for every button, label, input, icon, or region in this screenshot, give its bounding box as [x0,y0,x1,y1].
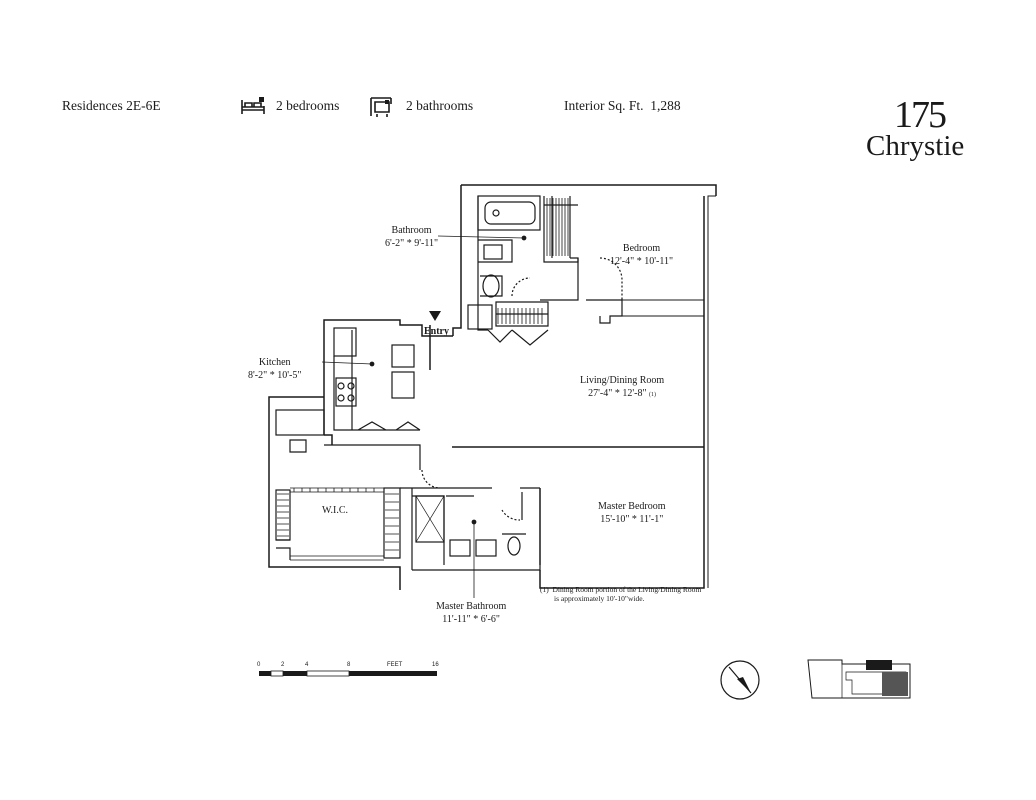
key-plan-icon [807,659,911,699]
entry-label: Entry [424,326,449,337]
bathtub-icon [370,97,392,117]
entry-wall [323,319,453,445]
scale-bar: 0 2 4 8 FEET 16 [257,662,439,677]
logo-name: Chrystie [866,130,965,162]
scale-tick-0: 0 [257,662,261,668]
bed-icon [241,97,265,114]
logo: 175 Chrystie [866,94,986,162]
scale-unit: FEET [387,662,403,668]
scale-tick-4: 4 [305,662,309,668]
scale-tick-8: 8 [347,662,351,668]
wic-label: W.I.C. [322,505,349,516]
entry-marker-icon [429,311,441,321]
residences-label: Residences 2E-6E [62,98,161,113]
wic-wall [268,396,401,590]
bathrooms-label: 2 bathrooms [406,98,474,113]
scale-tick-2: 2 [281,662,285,668]
scale-tick-16: 16 [432,662,439,668]
sqft-info: Interior Sq. Ft. 1,288 [564,98,681,114]
sqft-label: Interior Sq. Ft. [564,98,644,113]
outer-wall [452,184,717,589]
footnote: (1) Dining Room portion of the Living/Di… [540,585,702,603]
bedrooms-label: 2 bedrooms [276,98,340,113]
sqft-value: 1,288 [650,98,681,113]
north-arrow-icon [720,660,760,700]
logo-number: 175 [894,94,947,136]
